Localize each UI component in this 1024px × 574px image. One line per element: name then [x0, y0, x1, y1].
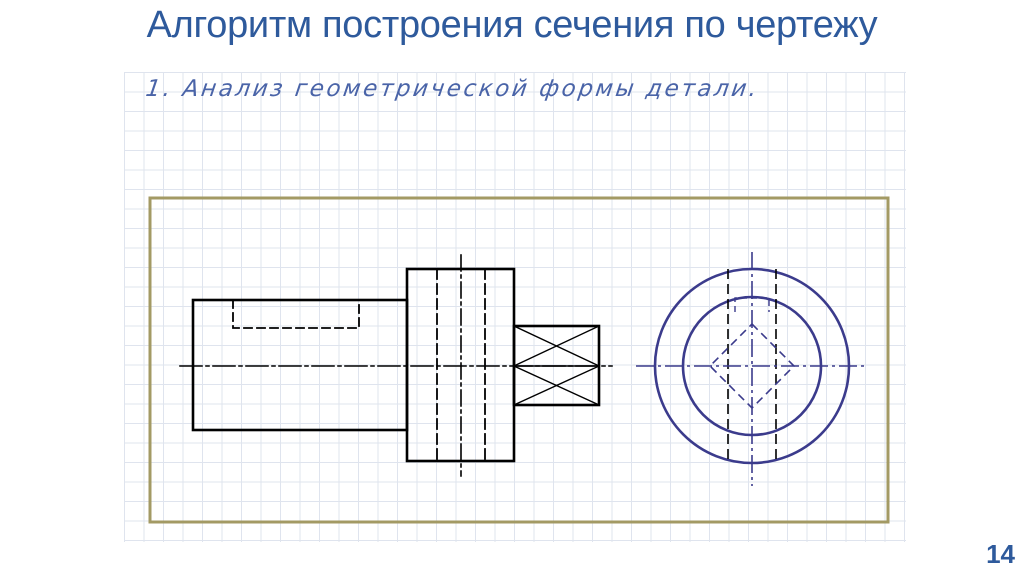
- front-view: [179, 254, 613, 477]
- page-number: 14: [986, 539, 1015, 569]
- side-view: [636, 252, 866, 486]
- shaft-left-part: [191, 298, 409, 432]
- flat-cross-line: [513, 325, 600, 367]
- drawing-frame: [148, 196, 890, 524]
- keyway-hidden-outline: [232, 299, 360, 329]
- flat-cross-line: [513, 365, 600, 406]
- slide-title: Алгоритм построения сечения по чертежу: [146, 4, 878, 46]
